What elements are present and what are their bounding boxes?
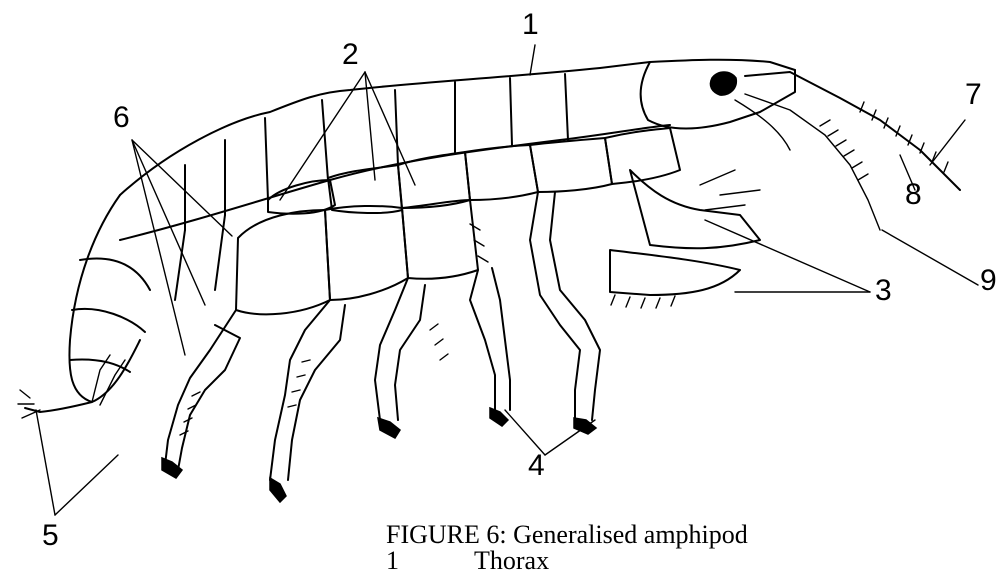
callout-labels: 1 2 3 4 5 6 7 8 9 xyxy=(42,8,997,552)
callout-label-pereopods: 4 xyxy=(528,449,545,482)
amphipod-body xyxy=(69,60,795,402)
amphipod-mouthparts xyxy=(610,170,760,308)
callout-label-body-segments: 6 xyxy=(113,101,130,134)
amphipod-antennae xyxy=(735,72,960,230)
callout-label-antenna-1: 7 xyxy=(965,78,982,111)
callout-label-uropods: 5 xyxy=(42,519,59,552)
figure-caption: FIGURE 6: Generalised amphipod 1 Thorax xyxy=(386,522,748,574)
callout-label-thorax: 1 xyxy=(522,8,539,41)
caption-title: FIGURE 6: Generalised amphipod xyxy=(386,522,748,548)
callout-label-accessory-flagellum: 8 xyxy=(905,178,922,211)
amphipod-uropods xyxy=(18,355,125,418)
callout-label-coxal-plates: 2 xyxy=(342,38,359,71)
legend-term: Thorax xyxy=(474,548,549,574)
legend-row: 1 Thorax xyxy=(386,548,748,574)
callout-label-mouthparts: 3 xyxy=(875,274,892,307)
callout-label-antenna-2: 9 xyxy=(980,264,997,297)
legend-number: 1 xyxy=(386,548,474,574)
